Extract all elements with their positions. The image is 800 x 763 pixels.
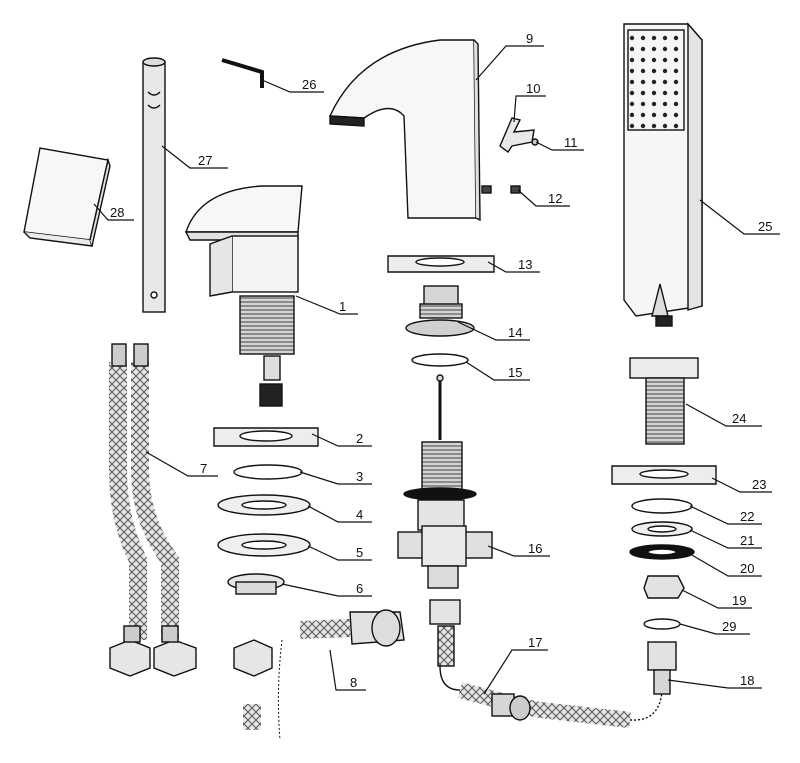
part-set-screws — [481, 185, 521, 194]
part-shower-hose — [429, 599, 663, 728]
callout-9: 9 — [526, 31, 533, 46]
callout-13: 13 — [518, 257, 532, 272]
callout-4: 4 — [356, 507, 363, 522]
part-hose-connector — [647, 641, 677, 695]
part-washer-5 — [217, 533, 311, 557]
part-manual — [23, 147, 111, 247]
leader-lines — [93, 45, 780, 695]
part-clip — [499, 117, 535, 154]
part-washer-4 — [217, 494, 311, 516]
part-hex-key — [221, 58, 264, 88]
callout-20: 20 — [740, 561, 754, 576]
callout-8: 8 — [350, 675, 357, 690]
part-hand-shower — [623, 22, 703, 327]
part-cartridge-nut — [405, 285, 475, 337]
callout-19: 19 — [732, 593, 746, 608]
part-plate-23 — [611, 465, 717, 485]
part-washer-21 — [631, 521, 693, 537]
part-threaded-shank — [629, 357, 699, 445]
callout-24: 24 — [732, 411, 746, 426]
callout-23: 23 — [752, 477, 766, 492]
part-ring — [233, 464, 303, 480]
part-screw — [531, 138, 539, 146]
part-square-plate — [213, 427, 319, 447]
callout-22: 22 — [740, 509, 754, 524]
part-plate-13 — [387, 255, 495, 273]
callout-6: 6 — [356, 581, 363, 596]
part-flex-hose — [233, 609, 405, 741]
callout-18: 18 — [740, 673, 754, 688]
part-nut-19 — [643, 575, 685, 599]
part-tube-spanner — [142, 57, 166, 313]
callout-2: 2 — [356, 431, 363, 446]
callout-16: 16 — [528, 541, 542, 556]
callout-17: 17 — [528, 635, 542, 650]
callout-29: 29 — [722, 619, 736, 634]
part-ring-15 — [411, 353, 469, 367]
part-faucet-handle — [184, 185, 303, 407]
callout-11: 11 — [564, 135, 578, 150]
callout-12: 12 — [548, 191, 562, 206]
callout-5: 5 — [356, 545, 363, 560]
part-spout — [328, 39, 481, 222]
callout-21: 21 — [740, 533, 754, 548]
callout-7: 7 — [200, 461, 207, 476]
callout-3: 3 — [356, 469, 363, 484]
callout-25: 25 — [758, 219, 772, 234]
callout-15: 15 — [508, 365, 522, 380]
callout-labels: 1 2 3 4 5 6 7 8 9 10 11 12 13 14 15 16 1… — [110, 31, 772, 690]
part-ring-29 — [643, 618, 681, 630]
callout-14: 14 — [508, 325, 522, 340]
part-diverter-valve — [397, 374, 493, 589]
callout-28: 28 — [110, 205, 124, 220]
callout-26: 26 — [302, 77, 316, 92]
callout-27: 27 — [198, 153, 212, 168]
part-nut-6 — [227, 573, 285, 595]
part-gasket — [629, 544, 695, 560]
part-ring-22 — [631, 498, 693, 514]
callout-1: 1 — [339, 299, 346, 314]
part-braided-hoses — [109, 343, 197, 677]
callout-10: 10 — [526, 81, 540, 96]
